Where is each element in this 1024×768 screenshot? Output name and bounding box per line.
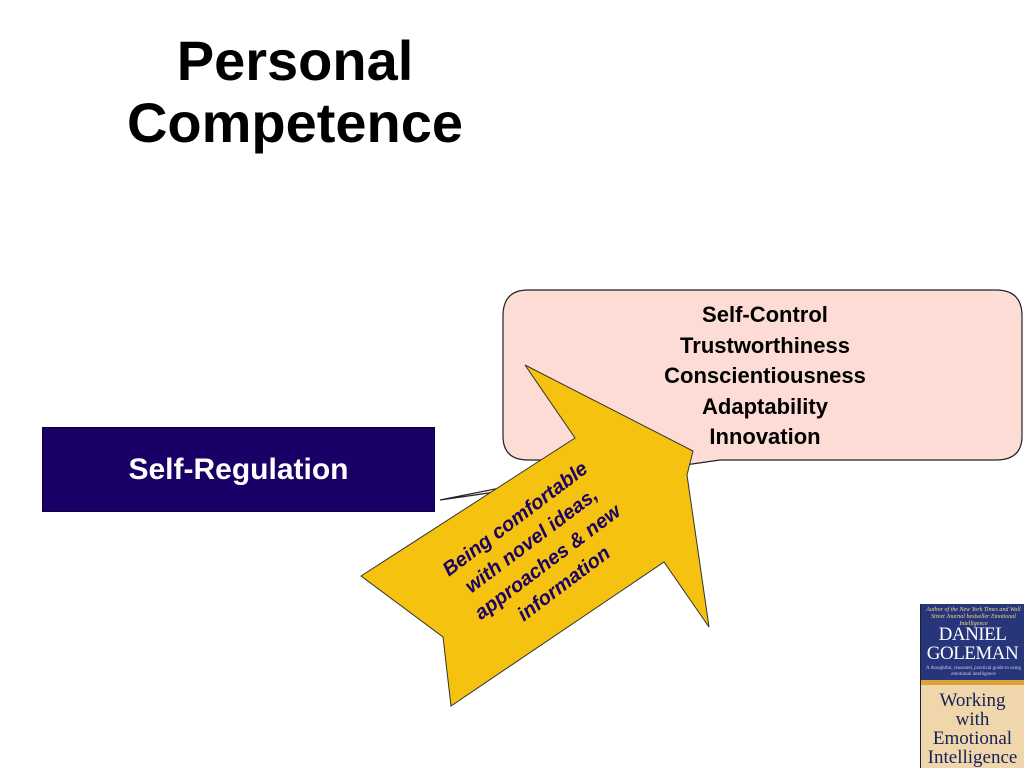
book-author: DANIEL GOLEMAN <box>921 625 1024 663</box>
book-title-line-1: Working <box>939 690 1006 711</box>
callout-list: Self-Control Trustworthiness Conscientio… <box>560 300 970 453</box>
book-title-line-2: with <box>955 709 990 730</box>
slide-title: Personal Competence <box>60 30 530 154</box>
book-cover-image: Author of the New York Times and Wall St… <box>920 604 1024 768</box>
book-cover-title: Working with Emotional Intelligence <box>921 685 1024 768</box>
book-author-last: GOLEMAN <box>926 643 1019 664</box>
book-cover-top: Author of the New York Times and Wall St… <box>921 604 1024 680</box>
callout-item-conscientiousness: Conscientiousness <box>664 363 866 388</box>
book-blurb: A thoughtful, reasoned, practical guide … <box>926 666 1021 677</box>
self-regulation-label: Self-Regulation <box>128 452 349 486</box>
callout-item-trustworthiness: Trustworthiness <box>680 332 850 358</box>
book-author-first: DANIEL <box>938 624 1007 645</box>
book-cover-stripe <box>921 680 1024 685</box>
book-title-line-4: Intelligence <box>927 747 1018 768</box>
callout-item-adaptability: Adaptability <box>702 393 828 419</box>
callout-item-innovation: Innovation <box>709 424 821 449</box>
book-tagline: Author of the New York Times and Wall St… <box>926 607 1021 627</box>
slide-title-line-1: Personal <box>176 29 414 92</box>
callout-item-self-control: Self-Control <box>702 302 828 327</box>
book-title-line-3: Emotional <box>932 728 1013 749</box>
slide-title-line-2: Competence <box>126 91 464 154</box>
self-regulation-box: Self-Regulation <box>42 427 435 512</box>
arrow-body <box>360 364 710 707</box>
